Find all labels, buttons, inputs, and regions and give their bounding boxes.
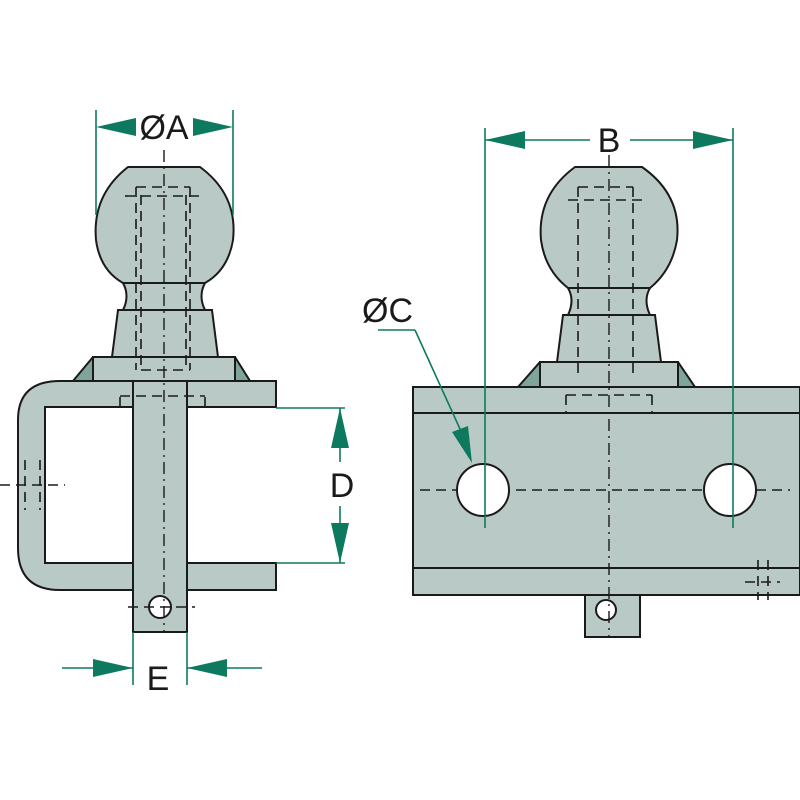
dimension-e: E	[62, 632, 262, 698]
hole-right	[703, 463, 757, 517]
label-d: D	[330, 467, 355, 505]
label-b: B	[598, 122, 621, 160]
ball	[94, 166, 235, 311]
ball-cone	[110, 309, 220, 358]
dimension-c: ØC	[362, 292, 472, 463]
side-view: ØA D E	[0, 109, 357, 698]
dimension-b: B	[484, 122, 734, 528]
front-view: B ØC	[362, 122, 800, 638]
dimension-d: D	[276, 407, 357, 564]
u-bracket	[17, 380, 277, 591]
hole-left	[456, 463, 510, 517]
tab-hole	[595, 599, 617, 621]
label-c: ØC	[362, 292, 413, 330]
dimension-a: ØA	[95, 109, 234, 215]
shank	[132, 380, 188, 633]
label-e: E	[147, 660, 170, 698]
label-a: ØA	[139, 109, 188, 147]
